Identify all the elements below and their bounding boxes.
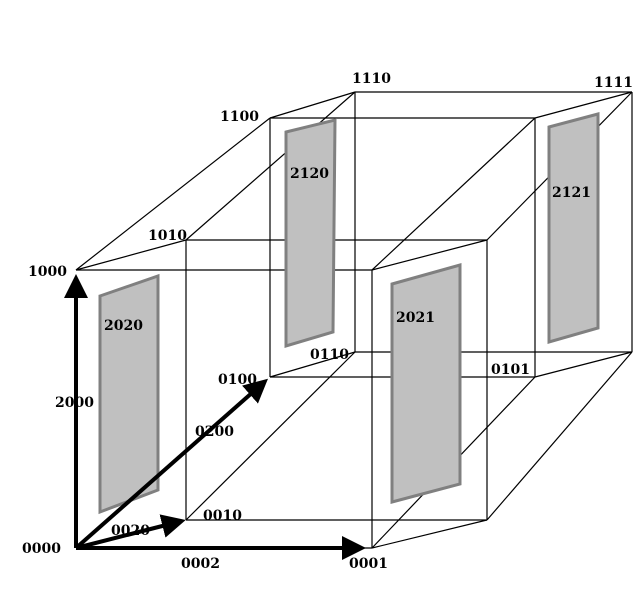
vertex-label-0100: 0100 (218, 372, 257, 388)
axis-label-0020: 0020 (111, 523, 150, 539)
panel-2121 (547, 112, 600, 344)
panel-2120 (284, 118, 337, 349)
edge (269, 91, 356, 119)
axis-label-0002: 0002 (181, 556, 220, 572)
panel-labels: 2020 2021 2120 2121 (104, 166, 591, 334)
axis-labels: 2000 0200 0020 0002 (55, 395, 234, 572)
edge (371, 117, 536, 271)
panel-2021 (390, 263, 462, 504)
panel-2020 (98, 273, 160, 515)
edge (75, 239, 187, 271)
vertex-label-1100: 1100 (220, 109, 259, 125)
vertex-label-0101: 0101 (491, 362, 530, 378)
edge (486, 351, 633, 521)
vertex-label-1010: 1010 (148, 228, 187, 244)
edge (269, 351, 356, 378)
edge (534, 91, 633, 119)
vertex-label-0001: 0001 (349, 556, 388, 572)
axis-arrows (64, 274, 366, 560)
vertex-label-0110: 0110 (310, 347, 349, 363)
panel-label-2020: 2020 (104, 318, 143, 334)
edge (75, 117, 271, 271)
panel-label-2121: 2121 (552, 185, 591, 201)
vertex-labels: 0000 0001 0010 0100 0101 0110 1000 1010 … (22, 71, 633, 572)
edge (371, 239, 488, 271)
panels (98, 112, 600, 515)
vertex-label-0000: 0000 (22, 541, 61, 557)
edge (534, 351, 633, 378)
vertex-label-0010: 0010 (203, 508, 242, 524)
axis-label-0200: 0200 (195, 424, 234, 440)
edge (371, 519, 488, 549)
edge (185, 91, 356, 241)
axis-arrow-0200 (74, 378, 269, 550)
panel-label-2120: 2120 (290, 166, 329, 182)
vertex-label-1110: 1110 (352, 71, 391, 87)
axis-arrow-0020 (75, 514, 186, 550)
panel-label-2021: 2021 (396, 310, 435, 326)
edge (185, 351, 356, 521)
vertex-label-1000: 1000 (28, 264, 67, 280)
vertex-label-1111: 1111 (594, 75, 633, 91)
axis-label-2000: 2000 (55, 395, 94, 411)
